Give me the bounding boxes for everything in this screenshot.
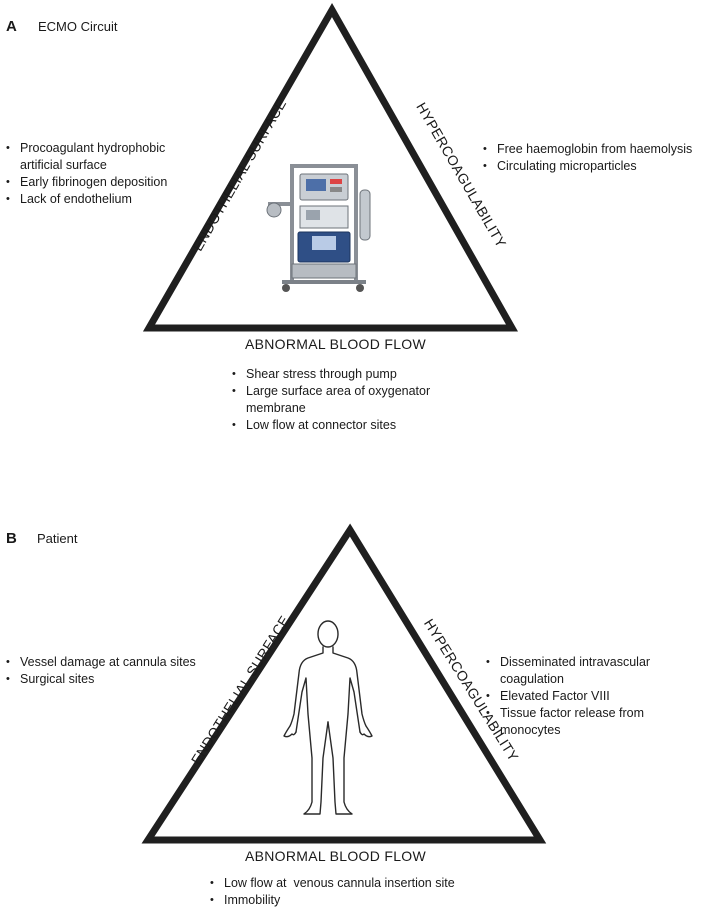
left-bullet-list: Vessel damage at cannula sites Surgical … [6,654,236,688]
human-figure-icon [283,620,373,815]
bottom-bullet-list: Low flow at venous cannula insertion sit… [210,875,500,909]
list-item: Circulating microparticles [483,158,707,175]
virchow-triangle [142,2,519,332]
right-bullet-list: Disseminated intravascular coagulation E… [486,654,696,739]
list-item: Disseminated intravascular coagulation [486,654,696,688]
list-item: Surgical sites [6,671,236,688]
list-item: Immobility [210,892,500,909]
panel-a-ecmo-circuit: A ECMO Circuit ENDOTHELIAL SURFACE HYPER… [0,0,708,460]
list-item: Tissue factor release from monocytes [486,705,696,739]
base-label: ABNORMAL BLOOD FLOW [245,848,426,864]
panel-caption: Patient [37,531,78,546]
ecmo-machine-icon [262,160,382,296]
panel-caption: ECMO Circuit [38,19,118,34]
panel-letter: B [6,530,17,547]
list-item: Lack of endothelium [6,191,196,208]
panel-b-patient: B Patient ENDOTHELIAL SURFACE HYPERCOAGU… [0,520,708,912]
list-item: Early fibrinogen deposition [6,174,196,191]
base-label: ABNORMAL BLOOD FLOW [245,336,426,352]
right-bullet-list: Free haemoglobin from haemolysis Circula… [483,141,707,175]
list-item: Free haemoglobin from haemolysis [483,141,707,158]
list-item: Shear stress through pump [232,366,432,383]
list-item: Low flow at venous cannula insertion sit… [210,875,500,892]
panel-letter: A [6,18,17,35]
list-item: Procoagulant hydrophobic artificial surf… [6,140,196,174]
left-bullet-list: Procoagulant hydrophobic artificial surf… [6,140,196,208]
virchow-triangle [141,523,547,844]
list-item: Elevated Factor VIII [486,688,696,705]
list-item: Vessel damage at cannula sites [6,654,236,671]
list-item: Large surface area of oxygenator membran… [232,383,432,417]
list-item: Low flow at connector sites [232,417,432,434]
bottom-bullet-list: Shear stress through pump Large surface … [232,366,432,434]
